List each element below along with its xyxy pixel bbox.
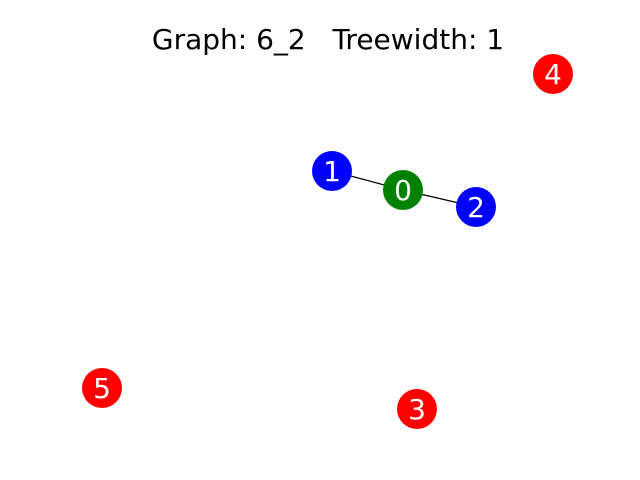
node-label-4: 4 [544,58,562,91]
node-circle-2 [456,187,496,227]
node-0: 0 [383,170,423,210]
node-4: 4 [533,54,573,94]
node-circle-0 [383,170,423,210]
node-label-5: 5 [93,372,111,405]
node-circle-3 [397,389,437,429]
node-circle-1 [312,151,352,191]
node-3: 3 [397,389,437,429]
node-1: 1 [312,151,352,191]
node-circle-4 [533,54,573,94]
node-5: 5 [82,368,122,408]
node-circle-5 [82,368,122,408]
nodes-layer: 0 1 2 3 4 5 [82,54,573,429]
node-2: 2 [456,187,496,227]
node-label-2: 2 [467,191,485,224]
node-label-1: 1 [323,155,341,188]
node-label-0: 0 [394,174,412,207]
figure-title: Graph: 6_2 Treewidth: 1 [152,23,504,56]
node-label-3: 3 [408,393,426,426]
